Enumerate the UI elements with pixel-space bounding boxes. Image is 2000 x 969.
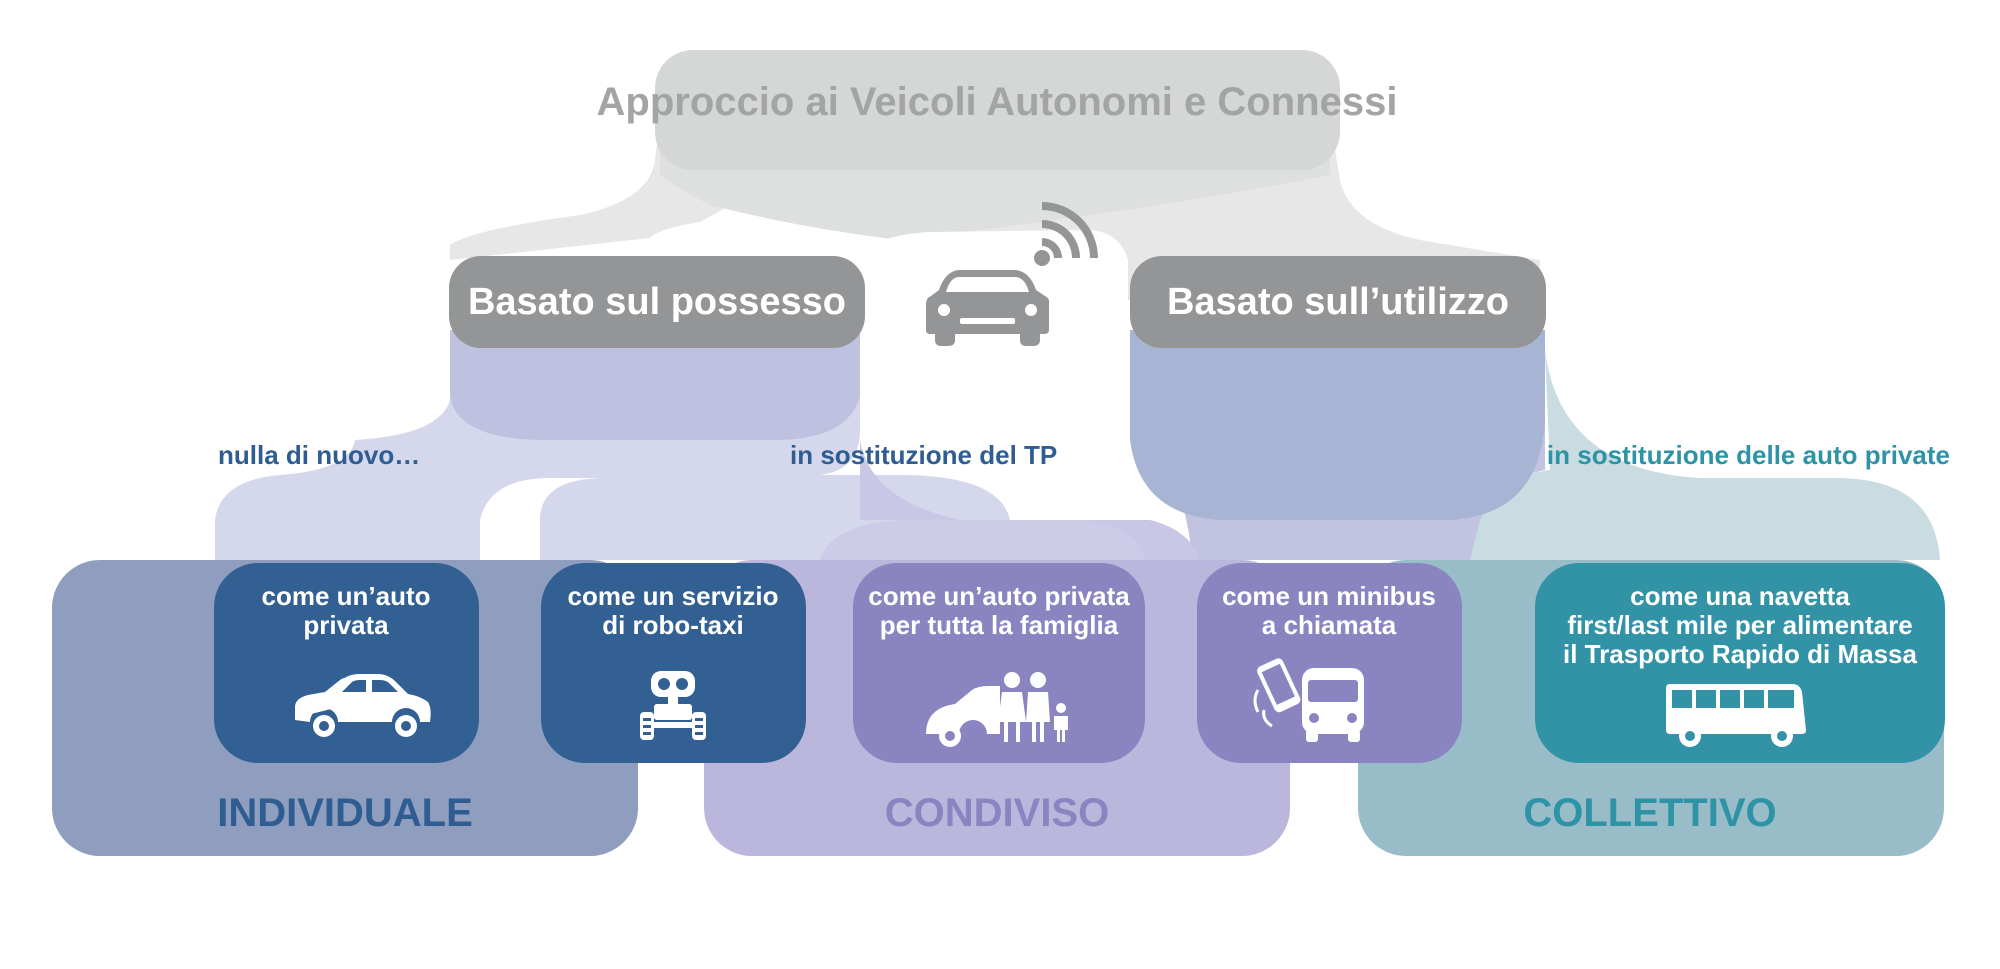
page-title: Approccio ai Veicoli Autonomi e Connessi [597, 80, 1398, 124]
robot-icon [640, 671, 706, 740]
usage-flow-blue [1130, 330, 1545, 520]
card-family-car [853, 563, 1145, 763]
bus-icon [1666, 684, 1806, 747]
group-shared-label: CONDIVISO [885, 791, 1109, 835]
card-minibus-line1: come un minibus [1222, 581, 1436, 611]
card-family-car-line1: come un’auto privata [868, 581, 1130, 611]
card-shuttle [1535, 563, 1945, 763]
card-private-car-line1: come un’auto [261, 581, 430, 611]
family-car-icon [926, 672, 1068, 747]
group-collective-label: COLLETTIVO [1523, 791, 1776, 835]
card-family-car-line2: per tutta la famiglia [880, 610, 1119, 640]
ownership-flow-dark [450, 330, 860, 440]
annotation-nothing-new: nulla di nuovo… [218, 440, 420, 470]
card-minibus-line2: a chiamata [1262, 610, 1397, 640]
card-robo-taxi-line1: come un servizio [568, 581, 779, 611]
phone-minibus-icon [1253, 658, 1364, 742]
usage-label: Basato sull’utilizzo [1167, 281, 1509, 323]
shared-flow-overlay [820, 520, 1145, 560]
card-private-car-line2: privata [303, 610, 389, 640]
annotation-replace-cars: in sostituzione delle auto private [1547, 440, 1950, 470]
title-box [655, 50, 1340, 170]
center-white-area [868, 230, 1128, 475]
card-private-car [214, 563, 479, 763]
usage-flow-teal [1460, 350, 1940, 560]
ownership-label: Basato sul possesso [468, 281, 846, 323]
card-shuttle-line3: il Trasporto Rapido di Massa [1563, 639, 1917, 669]
card-robo-taxi-line2: di robo-taxi [602, 610, 744, 640]
ownership-flow [215, 330, 1010, 560]
ownership-box [449, 256, 865, 348]
annotation-replace-pt: in sostituzione del TP [790, 440, 1057, 470]
card-shuttle-line1: come una navetta [1630, 581, 1850, 611]
card-robo-taxi [541, 563, 806, 763]
card-shuttle-line2: first/last mile per alimentare [1567, 610, 1912, 640]
connected-car-icon [926, 202, 1098, 346]
sedan-icon [295, 674, 431, 737]
group-individual-label: INDIVIDUALE [217, 791, 473, 835]
usage-box [1130, 256, 1546, 348]
